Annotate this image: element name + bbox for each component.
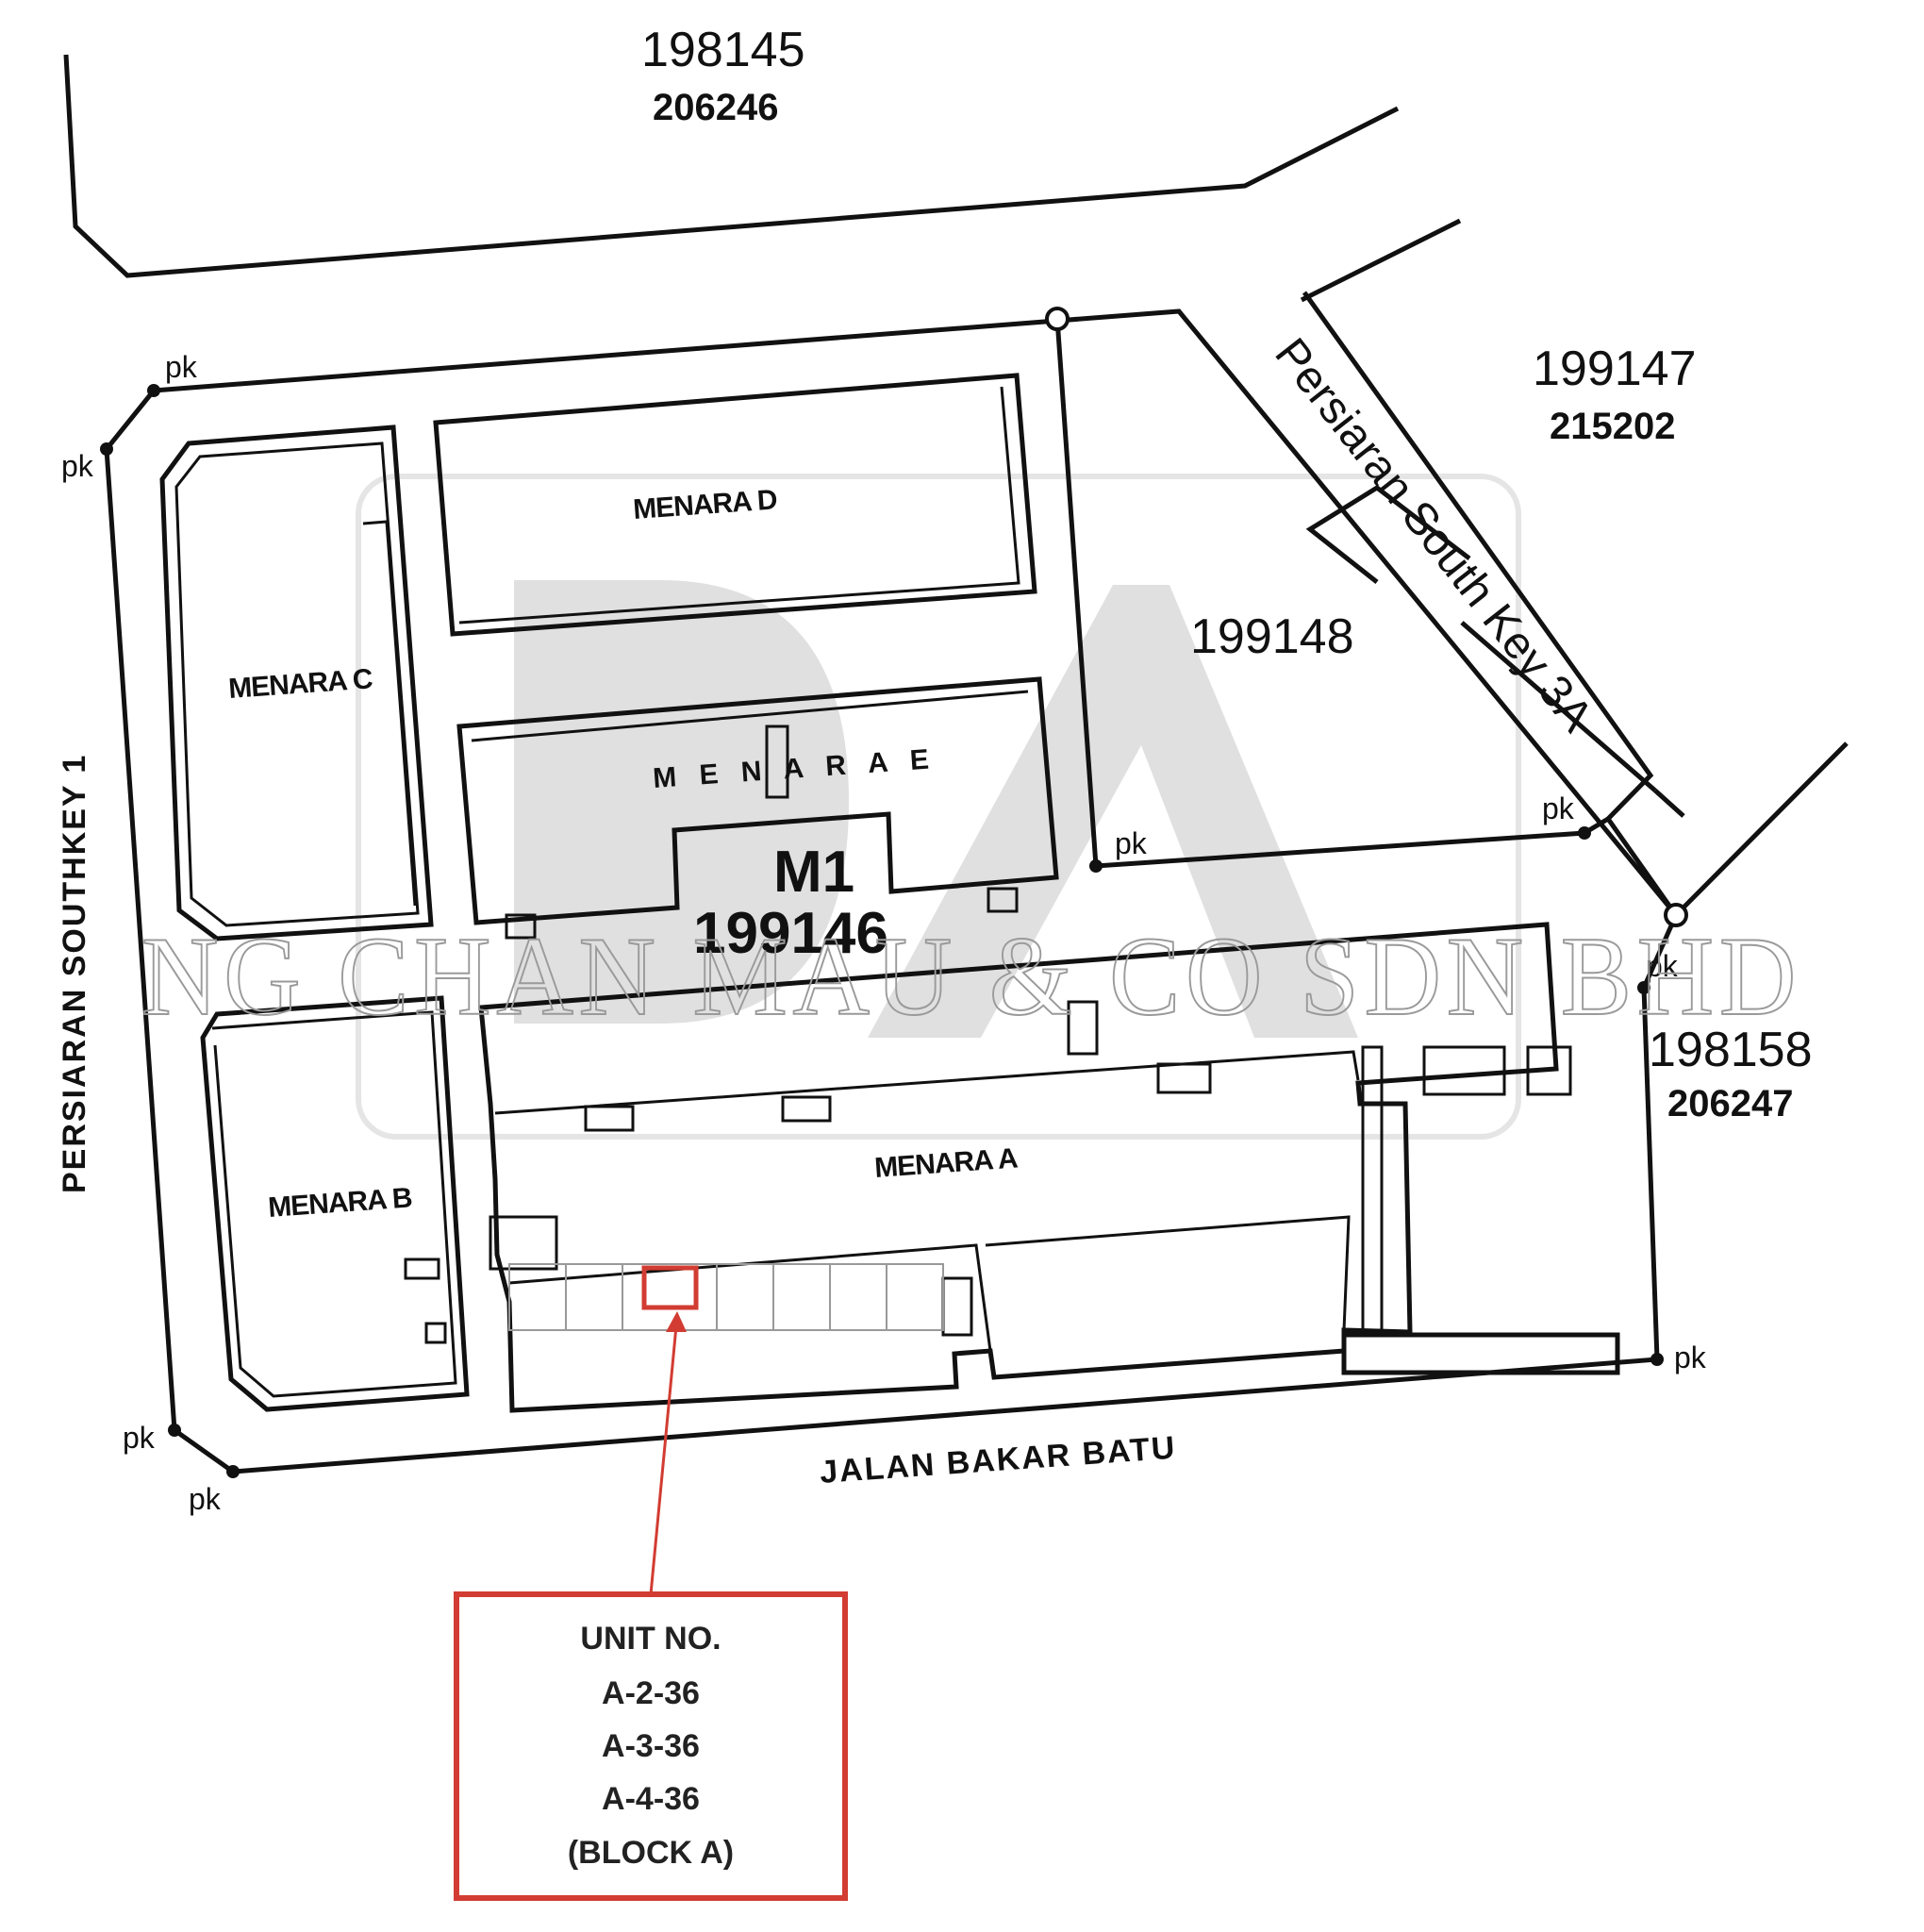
callout-unit: A-3-36 [602,1728,700,1764]
menara-e [456,676,1059,940]
lot-199146: 199146 [693,901,888,966]
pk-label: pk [61,449,94,483]
callout-title: UNIT NO. [580,1621,721,1657]
highlighted-unit [641,1265,699,1595]
boundary-markers [100,307,1688,1478]
menara-a [478,922,1620,1413]
label-menara-b: MENARA B [267,1182,413,1224]
pk-label: pk [1674,1341,1707,1374]
pk-label: pk [1115,826,1148,860]
label-menara-c: MENARA C [227,663,373,705]
menara-b [200,995,470,1412]
road-jalan-bakar-batu: JALAN BAKAR BATU [819,1430,1178,1491]
lot-m1-prefix: M1 [773,840,854,905]
pk-label: pk [123,1421,156,1455]
menara-c [159,425,434,941]
label-menara-d: MENARA D [632,484,778,525]
pk-label: pk [1646,949,1679,983]
pk-label: pk [165,350,198,384]
boundary-lines [63,54,1849,1474]
pk-label: pk [189,1482,222,1516]
callout-unit: A-4-36 [602,1781,700,1817]
lot-199147: 199147 [1533,341,1697,396]
pk-labels: pk pk pk pk pk pk pk pk [61,350,1707,1516]
road-persiaran-southkey-1: PERSIARAN SOUTHKEY 1 [57,754,92,1193]
lot-198145: 198145 [641,23,805,77]
pk-label: pk [1542,791,1575,825]
label-menara-a: MENARA A [873,1142,1019,1184]
lot-206246: 206246 [653,87,778,128]
unit-callout: UNIT NO. A-2-36 A-3-36 A-4-36 (BLOCK A) [454,1591,848,1901]
lot-199148: 199148 [1190,609,1354,664]
callout-unit: A-2-36 [602,1675,700,1711]
watermark-text: NG CHAN MAU & CO SDN BHD [141,913,1801,1039]
lot-206247: 206247 [1667,1083,1793,1124]
lot-198158: 198158 [1649,1023,1813,1077]
menara-d [433,373,1037,637]
callout-block: (BLOCK A) [568,1835,734,1871]
lot-215202: 215202 [1550,406,1675,447]
